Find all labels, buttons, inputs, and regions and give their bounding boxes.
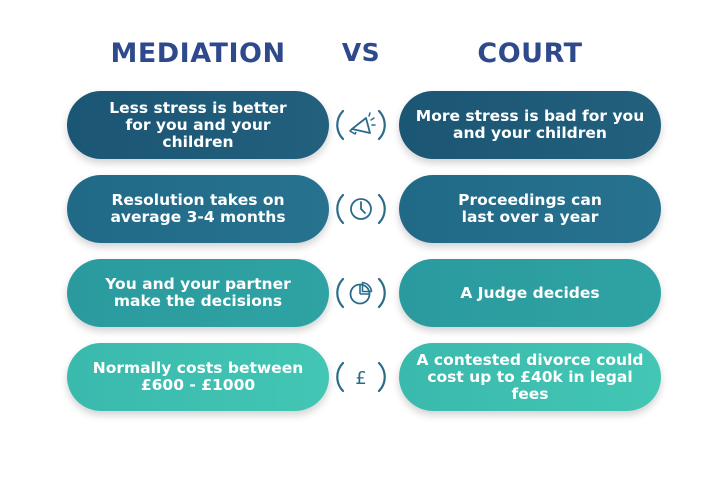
heading-court: COURT bbox=[477, 38, 583, 69]
clock-icon bbox=[333, 182, 389, 236]
mediation-stress-text: Less stress is better for you and your c… bbox=[109, 98, 287, 151]
comparison-row-duration: Resolution takes on average 3-4 months P… bbox=[0, 175, 724, 243]
svg-text:£: £ bbox=[355, 368, 366, 389]
court-duration-text: Proceedings can last over a year bbox=[458, 191, 602, 226]
court-cost-pill: A contested divorce could cost up to £40… bbox=[399, 343, 661, 411]
pound-icon: £ bbox=[333, 350, 389, 404]
mediation-cost-text: Normally costs between £600 - £1000 bbox=[92, 359, 304, 394]
mediation-decisions-text: You and your partner make the decisions bbox=[105, 275, 291, 310]
court-stress-text: More stress is bad for you and your chil… bbox=[415, 107, 645, 142]
pie-chart-icon bbox=[333, 266, 389, 320]
court-decisions-pill: A Judge decides bbox=[399, 259, 661, 327]
mediation-stress-pill: Less stress is better for you and your c… bbox=[67, 91, 329, 159]
comparison-row-stress: Less stress is better for you and your c… bbox=[0, 91, 724, 159]
mediation-decisions-pill: You and your partner make the decisions bbox=[67, 259, 329, 327]
court-duration-pill: Proceedings can last over a year bbox=[399, 175, 661, 243]
mediation-duration-pill: Resolution takes on average 3-4 months bbox=[67, 175, 329, 243]
megaphone-icon bbox=[333, 98, 389, 152]
court-decisions-text: A Judge decides bbox=[460, 283, 600, 302]
heading-vs: VS bbox=[341, 38, 381, 67]
court-stress-pill: More stress is bad for you and your chil… bbox=[399, 91, 661, 159]
mediation-duration-text: Resolution takes on average 3-4 months bbox=[110, 191, 286, 226]
comparison-row-decisions: You and your partner make the decisions … bbox=[0, 259, 724, 327]
mediation-cost-pill: Normally costs between £600 - £1000 bbox=[67, 343, 329, 411]
comparison-row-cost: Normally costs between £600 - £1000 £ A … bbox=[0, 343, 724, 411]
court-cost-text: A contested divorce could cost up to £40… bbox=[416, 350, 644, 403]
heading-mediation: MEDIATION bbox=[110, 38, 286, 69]
